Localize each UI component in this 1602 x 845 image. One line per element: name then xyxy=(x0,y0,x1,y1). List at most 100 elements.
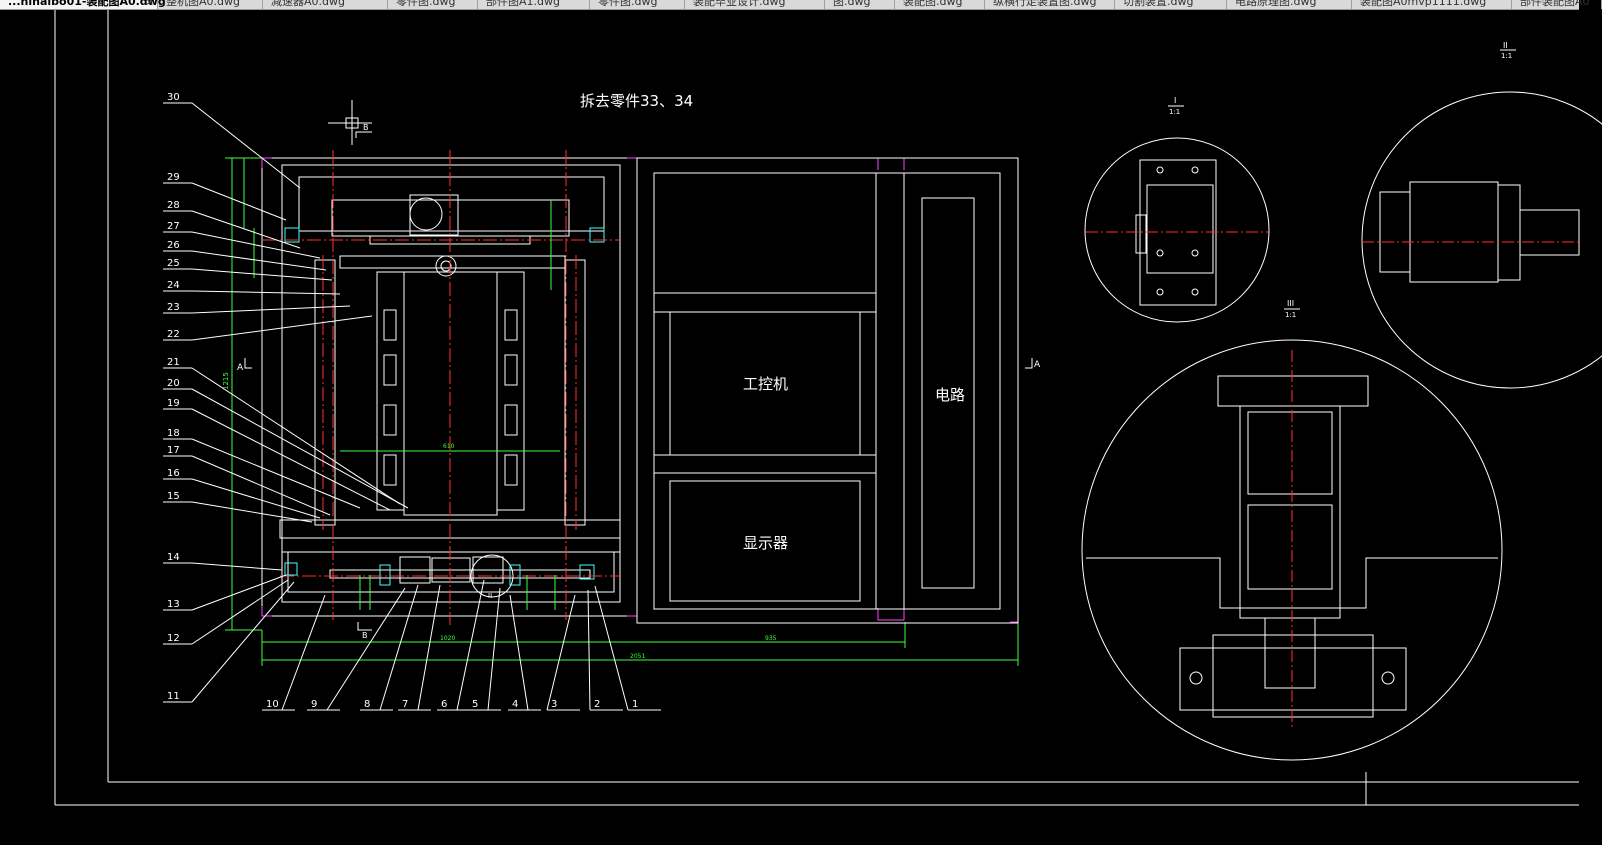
document-tab[interactable]: 电路原理图.dwg xyxy=(1227,0,1352,9)
leader-line xyxy=(546,594,576,711)
document-tab[interactable]: 图.dwg xyxy=(825,0,895,9)
leader-line xyxy=(509,594,529,711)
section-mark-right xyxy=(1025,358,1033,369)
detail-view-II xyxy=(1361,91,1602,389)
drawing-note: 拆去零件33、34 xyxy=(580,92,693,110)
document-tab[interactable]: 装配毕业设计.dwg xyxy=(685,0,825,9)
part-number: 25 xyxy=(167,258,180,269)
leader-line xyxy=(191,250,327,271)
part-number: 19 xyxy=(167,398,180,409)
document-tab-label: 减速器A0.dwg xyxy=(271,0,345,8)
leader-line xyxy=(191,305,351,314)
document-tab-label: 装配图.dwg xyxy=(903,0,963,8)
sheet-frame xyxy=(54,10,1579,806)
leader-line xyxy=(191,102,301,189)
document-tab-label: 装配图A0mvp1111.dwg xyxy=(1360,0,1487,8)
part-number: 13 xyxy=(167,599,180,610)
center-lines xyxy=(263,150,620,625)
document-tab[interactable]: 部件装配图A0 xyxy=(1512,0,1602,9)
dim-total-width: 2051 xyxy=(630,653,645,660)
detail-I-title: I xyxy=(1174,96,1176,105)
dimension-lines xyxy=(225,157,1019,666)
part-number: 3 xyxy=(551,699,557,710)
part-number: 24 xyxy=(167,280,180,291)
leader-line xyxy=(281,594,326,711)
document-tab[interactable]: 切割装置.dwg xyxy=(1115,0,1227,9)
detail-view-I xyxy=(1084,137,1270,323)
document-tab-label: 零件图.dwg xyxy=(598,0,658,8)
document-tab-label: 电路原理图.dwg xyxy=(1235,0,1317,8)
highlighted-parts xyxy=(284,227,605,586)
leader-line xyxy=(191,438,361,509)
section-label-bottom: B xyxy=(362,631,368,640)
document-tab-label: 整机图A0.dwg xyxy=(166,0,240,8)
control-cabinet xyxy=(636,157,1019,624)
detail-II-title: II xyxy=(1503,41,1508,50)
document-tab[interactable]: 零件图.dwg xyxy=(590,0,685,9)
part-number: 18 xyxy=(167,428,180,439)
leader-line xyxy=(191,581,295,703)
part-number: 23 xyxy=(167,302,180,313)
part-number: 28 xyxy=(167,200,180,211)
part-number: 9 xyxy=(311,699,317,710)
document-tab[interactable]: 零件图.dwg xyxy=(388,0,478,9)
document-tab-label: 切割装置.dwg xyxy=(1123,0,1194,8)
leader-line xyxy=(191,574,287,611)
leader-line xyxy=(191,290,341,295)
part-number: 29 xyxy=(167,172,180,183)
document-tab-label: 部件图A1.dwg xyxy=(486,0,560,8)
leader-line xyxy=(191,388,409,509)
leader-line xyxy=(487,587,501,711)
part-number: 7 xyxy=(402,699,408,710)
document-tab-label: 装配毕业设计.dwg xyxy=(693,0,786,8)
document-tab[interactable]: 装配图.dwg xyxy=(895,0,985,9)
leader-line xyxy=(191,268,333,281)
document-tab[interactable]: 整机图A0.dwg xyxy=(158,0,263,9)
section-mark-bottom xyxy=(357,622,372,631)
document-tab-label: 纵横行走装置图.dwg xyxy=(993,0,1097,8)
drawing-canvas[interactable]: 拆去零件33、34 B xyxy=(0,10,1602,845)
leader-line xyxy=(191,562,283,571)
detail-III-title: III xyxy=(1287,299,1294,308)
part-number: 16 xyxy=(167,468,180,479)
leader-line xyxy=(594,585,629,711)
leader-line xyxy=(191,231,321,259)
document-tab[interactable]: 纵横行走装置图.dwg xyxy=(985,0,1115,9)
part-number: 10 xyxy=(266,699,279,710)
document-tab[interactable]: 减速器A0.dwg xyxy=(263,0,388,9)
document-tab-label: ...ninalbo01-装配图A0.dwg xyxy=(8,0,166,8)
document-tab[interactable]: ...ninalbo01-装配图A0.dwg× xyxy=(0,0,166,9)
leader-line xyxy=(191,408,391,511)
slot-cutouts xyxy=(383,309,518,486)
dim-inner-width: 610 xyxy=(443,443,455,450)
leader-line xyxy=(191,501,313,523)
leader-line xyxy=(326,587,406,711)
leader-line xyxy=(191,210,301,249)
part-number: 6 xyxy=(441,699,447,710)
part-number: 12 xyxy=(167,633,180,644)
document-tab-label: 零件图.dwg xyxy=(396,0,456,8)
section-mark-left xyxy=(244,358,252,369)
leader-line xyxy=(456,579,485,711)
part-number: 11 xyxy=(167,691,180,702)
part-number: 14 xyxy=(167,552,180,563)
leader-line xyxy=(191,367,401,505)
leader-line xyxy=(379,584,419,711)
leader-line xyxy=(191,182,287,221)
document-tab[interactable]: 部件图A1.dwg xyxy=(478,0,590,9)
part-number: 30 xyxy=(167,92,180,103)
document-tab[interactable]: 装配图A0mvp1111.dwg xyxy=(1352,0,1512,9)
close-icon[interactable]: × xyxy=(145,0,154,8)
section-mark-top xyxy=(328,100,372,145)
section-label-right: A xyxy=(1034,360,1041,370)
part-number: 17 xyxy=(167,445,180,456)
leader-line xyxy=(191,478,321,519)
label-display: 显示器 xyxy=(743,534,788,552)
section-label-top: B xyxy=(363,123,369,132)
part-number: 22 xyxy=(167,329,180,340)
detail-I-scale: 1:1 xyxy=(1169,108,1180,116)
label-circuit: 电路 xyxy=(935,386,965,404)
part-number: 27 xyxy=(167,221,180,232)
